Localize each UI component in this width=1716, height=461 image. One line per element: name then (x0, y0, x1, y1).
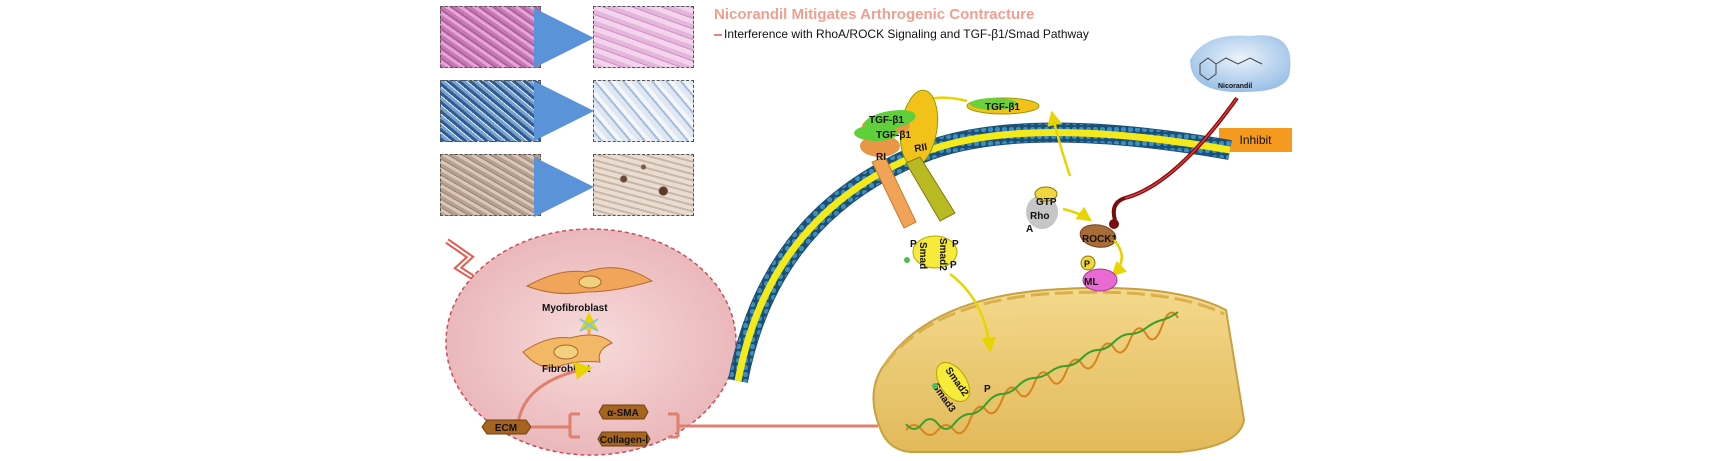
nicorandil-molecule: Nicorandil (1190, 35, 1291, 93)
nuclear-phospho-label: P (984, 384, 991, 395)
ihc-stain-after (593, 154, 694, 216)
cytoplasmic-smad-complex: Smad Smad2 P P P (904, 235, 959, 271)
collagen-label: Collagen-Ⅰ (600, 435, 649, 446)
masson-stain-after (593, 80, 694, 142)
ecm-label: ECM (495, 423, 517, 434)
tgf-receptor-complex: TGF-β1 TGF-β1 RI RII (854, 89, 956, 229)
cyto-p3-label: P (950, 260, 957, 271)
dna-double-helix (905, 311, 1179, 436)
he-stain-after (593, 6, 694, 68)
alpha-sma-box: α-SMA (598, 404, 649, 420)
ecm-bracket (531, 412, 878, 439)
cyto-p2-label: P (952, 239, 959, 250)
rho-label: Rho (1030, 211, 1049, 222)
rock1-label: ROCK1 (1082, 234, 1117, 245)
ml-node: P ML (1080, 255, 1118, 292)
collagen-box: Collagen-Ⅰ (597, 431, 651, 447)
differentiation-spark-icon (579, 318, 599, 332)
masson-stain-before (440, 80, 541, 142)
rhoa-gtp-complex: GTP Rho A (1026, 186, 1058, 235)
subtitle-text: Interference with RhoA/ROCK Signaling an… (724, 27, 1089, 41)
tgf-beta1-free-label: TGF-β1 (985, 102, 1020, 113)
figure-subtitle: Interference with RhoA/ROCK Signaling an… (714, 27, 1089, 41)
tgf-bound-label-2: TGF-β1 (876, 130, 911, 141)
tgf-beta1-free: TGF-β1 (966, 97, 1040, 115)
gtp-label: GTP (1036, 197, 1057, 208)
figure-title: Nicorandil Mitigates Arthrogenic Contrac… (714, 6, 1035, 23)
inhibit-label: Inhibit (1219, 128, 1292, 152)
subtitle-dash (714, 33, 722, 36)
ml-label: ML (1084, 277, 1098, 288)
myofibroblast-label: Myofibroblast (542, 303, 608, 314)
ml-phospho-label: P (1084, 259, 1090, 269)
rho-a-label: A (1026, 224, 1033, 235)
cyto-smad2-label: Smad2 (937, 238, 948, 271)
fibroblast-label: Fibroblast (542, 364, 591, 375)
nicorandil-label: Nicorandil (1218, 83, 1252, 90)
he-stain-before (440, 6, 541, 68)
alpha-sma-label: α-SMA (607, 408, 639, 419)
ecm-box: ECM (481, 419, 532, 435)
cyto-p1-label: P (910, 239, 917, 250)
nucleus (872, 286, 1246, 453)
receptor-rii-label: RII (914, 142, 929, 155)
tgf-bound-label-1: TGF-β1 (869, 115, 904, 126)
cyto-smad-label: Smad (917, 242, 928, 269)
inhibition-line (1111, 96, 1239, 221)
rock1-node: ROCK1 (1079, 224, 1117, 248)
receptor-ri-label: RI (876, 152, 886, 163)
